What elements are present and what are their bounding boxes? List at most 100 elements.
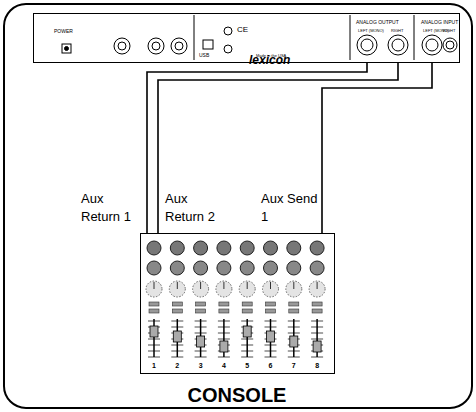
cable-label: Aux Return 2 [164,190,224,225]
panel-label: RIGHT [443,29,455,33]
knob-pointer [247,282,248,289]
fader-tick [265,345,277,346]
fader-tick [148,339,160,340]
knob [286,281,302,297]
fader-tick [171,351,183,352]
fader-tick [288,351,300,352]
button [266,309,276,313]
button [242,309,252,313]
fader-tick [311,333,323,334]
channel-number: 1 [152,362,156,369]
fader-tick [241,321,253,322]
knob [146,281,162,297]
knob-pointer [177,282,178,289]
fader-tick [171,321,183,322]
knob [264,241,278,255]
fader-tick [195,351,207,352]
console-art [146,241,325,357]
fader-tick [171,327,183,328]
knob [309,281,325,297]
knob [287,241,301,255]
cable-label: Aux Return 1 [80,190,140,225]
button [219,302,229,306]
panel-label: USB [199,53,209,58]
button [289,309,299,313]
button [196,302,206,306]
button [172,309,182,313]
panel-label: POWER [54,29,73,34]
fader-cap [267,331,275,342]
knob [239,281,255,297]
cable-label: Aux Send 1 [260,190,320,225]
fader-tick [148,357,160,358]
button [149,302,159,306]
channel-number: 6 [269,362,273,369]
fader-tick [265,357,277,358]
knob [193,281,209,297]
fader-tick [311,327,323,328]
fader-tick [195,321,207,322]
channel-number: 4 [222,362,226,369]
fader-tick [288,333,300,334]
fader-tick [241,357,253,358]
channel-number: 7 [292,362,296,369]
knob-pointer [223,282,224,289]
button [312,302,322,306]
fader-cap [313,341,321,352]
knob-pointer [270,282,271,289]
fader-tick [218,327,230,328]
fader-cap [173,331,181,342]
knob [287,261,301,275]
button [266,302,276,306]
knob [147,261,161,275]
channel-number: 5 [245,362,249,369]
fader-tick [195,357,207,358]
fader-tick [265,327,277,328]
channel-number: 8 [315,362,319,369]
fader-tick [311,321,323,322]
fader-tick [148,321,160,322]
fader-tick [218,357,230,358]
frame [4,4,472,408]
knob [170,241,184,255]
fader-cap [197,336,205,347]
channel-number: 2 [175,362,179,369]
fader-tick [311,357,323,358]
fader-tick [171,345,183,346]
button [242,302,252,306]
fader-tick [265,351,277,352]
mixing-console: CONSOLE [140,233,335,374]
fader-tick [241,339,253,340]
fader-tick [148,351,160,352]
button [172,302,182,306]
knob-pointer [154,282,155,289]
button [289,302,299,306]
fader-tick [288,321,300,322]
fader-tick [241,351,253,352]
panel-label: RIGHT [391,29,403,33]
fader-cap [220,341,228,352]
panel-label: Made in the USA [256,54,286,58]
audio-cable [322,63,432,233]
knob [217,261,231,275]
knob [310,261,324,275]
fader-tick [241,345,253,346]
knob-pointer [200,282,201,289]
fader-tick [148,345,160,346]
button [312,309,322,313]
knob-pointer [293,282,294,289]
fader-tick [288,327,300,328]
knob [263,281,279,297]
fader-tick [195,327,207,328]
fader-tick [218,321,230,322]
knob [170,261,184,275]
fader-cap [150,326,158,337]
knob [264,261,278,275]
fader-cap [243,326,251,337]
knob [169,281,185,297]
knob [310,241,324,255]
device-title: CONSOLE [188,385,287,405]
panel-label: ANALOG OUTPUT [356,20,399,25]
panel-label: LEFT (MONO) [358,29,384,33]
